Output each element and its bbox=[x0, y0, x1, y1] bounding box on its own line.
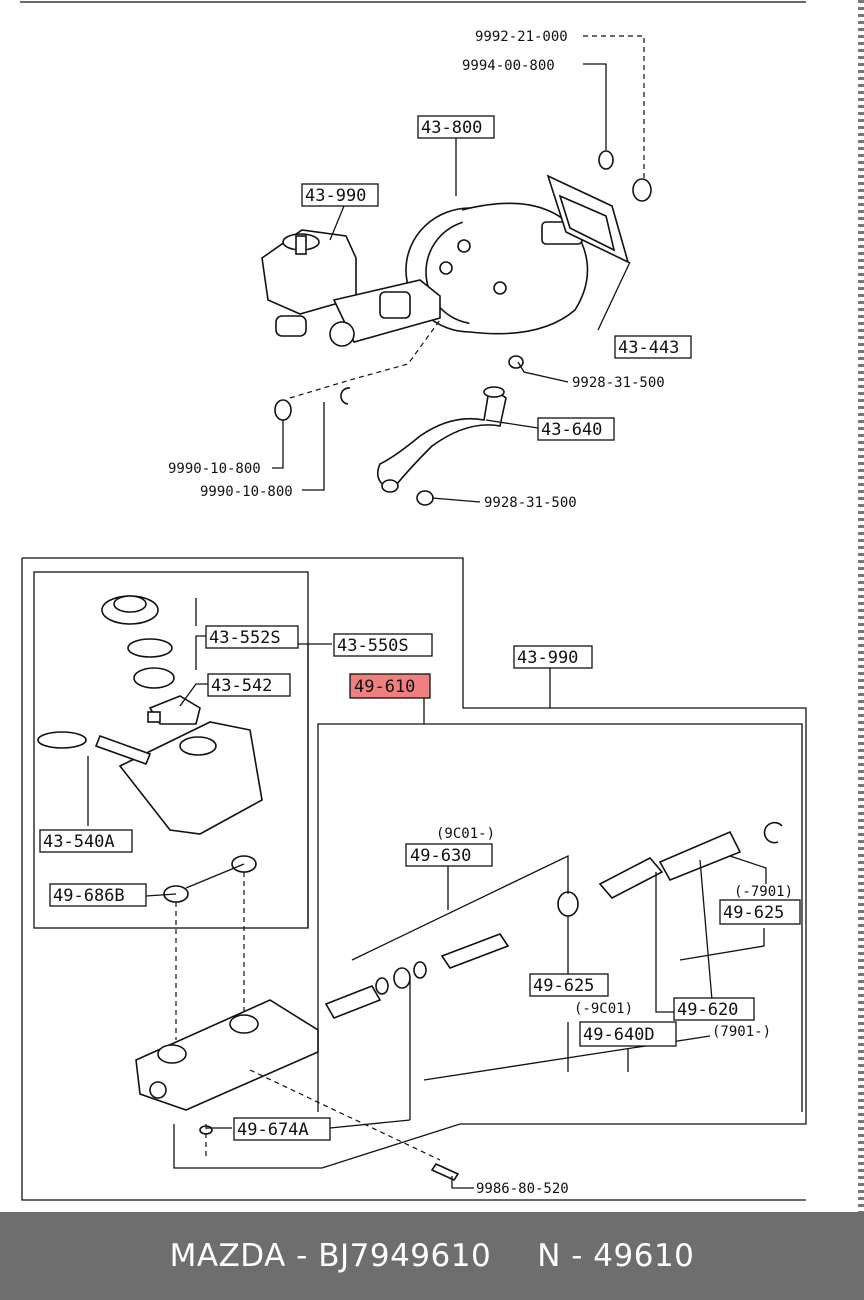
piston-kit-drawing bbox=[324, 821, 783, 1019]
callout-49-640d: 49-640D bbox=[583, 1025, 655, 1045]
callout-43-542: 43-542 bbox=[211, 676, 272, 696]
footer-brand-part-number: MAZDA - BJ7949610 bbox=[169, 1238, 492, 1274]
callout-9986-80-520: 9986-80-520 bbox=[476, 1181, 569, 1197]
callout-9928-31-500-b: 9928-31-500 bbox=[484, 495, 577, 511]
reservoir-drawing bbox=[118, 695, 263, 835]
callout-43-640: 43-640 bbox=[541, 420, 602, 440]
callout-49-686b: 49-686B bbox=[53, 886, 125, 906]
callout-9990-10-800-a: 9990-10-800 bbox=[168, 461, 261, 477]
vacuum-hose-drawing bbox=[376, 386, 507, 493]
nut-9992-drawing bbox=[632, 178, 652, 202]
clip-9990-b-drawing bbox=[340, 387, 351, 405]
scan-edge-border bbox=[858, 0, 864, 1212]
callout-49-674a: 49-674A bbox=[237, 1120, 309, 1140]
master-cylinder-body-drawing bbox=[135, 999, 319, 1111]
callout-43-990-top: 43-990 bbox=[305, 186, 366, 206]
clamp-9928-b-drawing bbox=[416, 490, 434, 506]
level-sensor-drawing bbox=[37, 711, 161, 766]
master-cylinder-upper-drawing bbox=[261, 229, 441, 347]
callout-43-990-bottom: 43-990 bbox=[517, 648, 578, 668]
note-7901-a: (-7901) bbox=[734, 884, 793, 900]
parts-diagram: 9992-21-000 9994-00-800 43-800 43-990 43… bbox=[20, 1, 807, 1201]
reservoir-cap-drawing bbox=[101, 595, 175, 689]
callout-49-610-highlighted: 49-610 bbox=[354, 677, 415, 697]
callout-9992-21-000: 9992-21-000 bbox=[475, 29, 568, 45]
nut-9990-a-drawing bbox=[274, 399, 292, 421]
footer-bar: MAZDA - BJ7949610 N - 49610 bbox=[0, 1212, 864, 1300]
callout-9928-31-500-a: 9928-31-500 bbox=[572, 375, 665, 391]
bolt-9986-drawing bbox=[430, 1162, 460, 1182]
callout-49-620: 49-620 bbox=[677, 1000, 738, 1020]
note-7901-b: (7901-) bbox=[712, 1024, 771, 1040]
callout-43-550s: 43-550S bbox=[337, 636, 409, 656]
callout-43-540a: 43-540A bbox=[43, 832, 115, 852]
note-9c01-b: (-9C01) bbox=[574, 1001, 633, 1017]
callout-9994-00-800: 9994-00-800 bbox=[462, 58, 555, 74]
callout-43-800: 43-800 bbox=[421, 118, 482, 138]
nut-9994-drawing bbox=[598, 150, 614, 170]
callout-9990-10-800-b: 9990-10-800 bbox=[200, 484, 293, 500]
callout-43-552s: 43-552S bbox=[209, 628, 281, 648]
callout-43-443: 43-443 bbox=[618, 338, 679, 358]
note-9c01-a: (9C01-) bbox=[436, 826, 495, 842]
footer-alt-part-number: N - 49610 bbox=[537, 1238, 695, 1274]
callout-49-625-mid: 49-625 bbox=[533, 976, 594, 996]
callout-49-630: 49-630 bbox=[410, 846, 471, 866]
callout-49-625-right: 49-625 bbox=[723, 903, 784, 923]
